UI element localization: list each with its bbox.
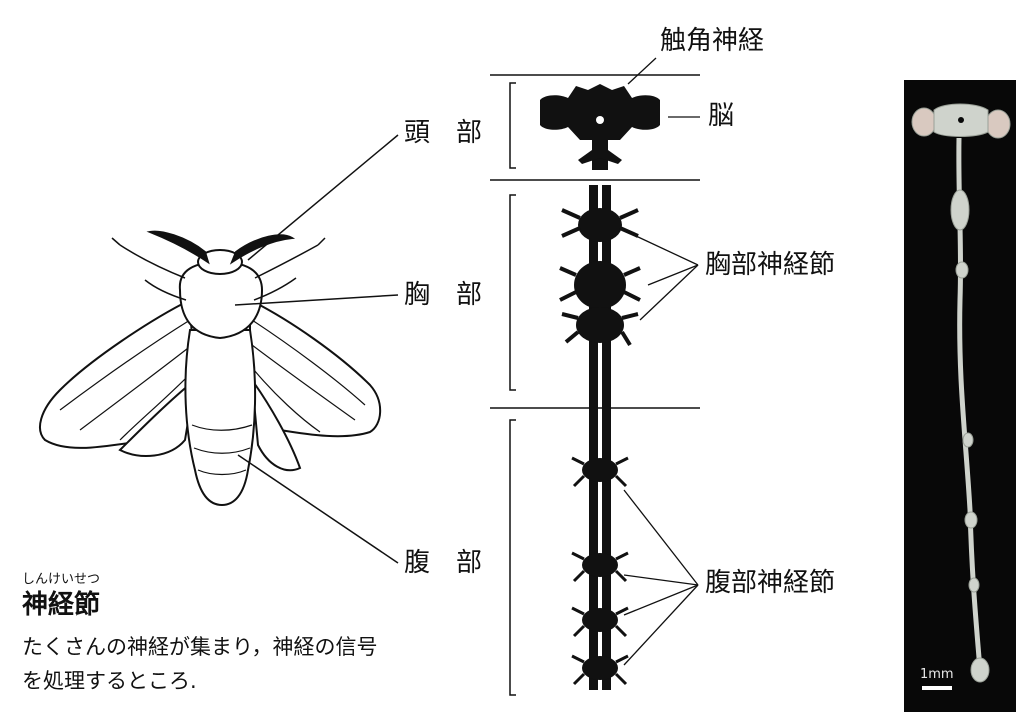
region-brackets [509,82,516,696]
moth-right-hindwing [250,376,302,472]
caption-line-1: たくさんの神経が集まり，神経の信号 [22,635,378,659]
abdominal-ganglia-shapes [571,456,629,686]
moth-right-antenna [229,234,296,265]
ganglia-leader-lines [623,57,700,666]
moth-illustration [39,230,382,507]
antenna-nerve-label: 触角神経 [660,26,765,56]
abdomen-label: 腹 部 [404,548,483,578]
moth-leader-lines [234,134,399,564]
caption-line-2: を処理するところ. [22,669,197,693]
abdominal-ganglia-label: 腹部神経節 [705,568,836,598]
nerve-cord-diagram [540,84,660,690]
caption-ruby: しんけいせつ [22,572,101,587]
scale-label: 1mm [920,667,954,682]
nervous-system-photo: 1mm [904,80,1016,712]
scale-bar [922,686,952,690]
brain-label: 脳 [708,101,735,131]
head-bracket [509,82,516,169]
thorax-bracket [509,194,516,391]
head-label: 頭 部 [404,118,483,148]
thorax-label: 胸 部 [404,280,483,310]
moth-head [197,249,243,275]
caption-description: たくさんの神経が集まり，神経の信号 を処理するところ. [22,630,482,698]
photo-drawing [911,103,1011,690]
thoracic-ganglia-shapes [559,208,641,347]
brain-shape [540,84,660,140]
caption-title: 神経節 [22,590,101,620]
moth-left-hindwing [118,377,197,457]
abdomen-bracket [509,419,516,696]
thoracic-ganglia-label: 胸部神経節 [705,250,836,280]
moth-left-antenna [146,230,210,265]
moth-abdomen [184,329,257,507]
